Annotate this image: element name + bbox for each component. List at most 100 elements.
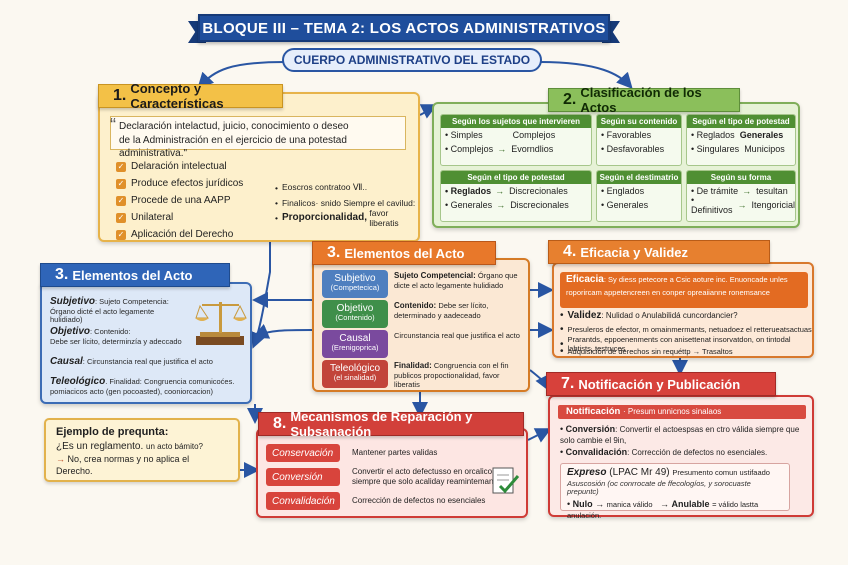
bullet-item: Proporcionalidad, favor liberatis — [275, 210, 418, 225]
check-icon: ✓ — [116, 213, 126, 223]
elementos-left-ribbon: 3.Elementos del Acto — [40, 263, 230, 287]
item-a: Singulares — [691, 144, 739, 154]
item-a: Generales — [445, 200, 492, 210]
concepto-bullets: Eoscros contratoo Ⅶ.. Finalicos· snido S… — [275, 180, 418, 225]
eficacia-item-text: Presuleros de efector, m omainmermants, … — [568, 325, 812, 334]
arrow-icon: → — [742, 186, 751, 196]
characteristics-list: ✓Delaración intelectual ✓Produce efectos… — [116, 158, 243, 243]
expreso-box: Expreso (LPAC Mr 49) Presumento comun us… — [560, 463, 790, 511]
element-item: Teleológico. Finalidad: Congruencia comu… — [50, 376, 240, 396]
example-answer-text: No, crea normas y no aplica el Derecho. — [56, 454, 189, 476]
example-title: Ejemplo de prequnta: — [56, 425, 228, 440]
element-desc: Sujeto Competencial: Órgano que dicte el… — [394, 271, 526, 290]
characteristic-item: ✓Aplicación del Derecho — [116, 226, 243, 243]
page-title-text: BLOQUE III – TEMA 2: LOS ACTOS ADMINISTR… — [202, 20, 605, 37]
item-a: Definitivos — [691, 195, 733, 215]
section-title: Eficacia y Validez — [580, 245, 688, 260]
element-label: Causal — [50, 356, 83, 367]
page-subtitle: CUERPO ADMINISTRATIVO DEL ESTADO — [282, 48, 542, 72]
elementos-center-panel: Subjetivo(Competecica) Sujeto Competenci… — [312, 258, 530, 392]
group-item: Singulares Municipos — [687, 142, 795, 156]
classification-group: Según el tipo de potestad Reglados Genera… — [686, 114, 796, 166]
element-text: : Contenido: — [90, 327, 130, 336]
mecanismo-desc: Mantener partes validas — [352, 442, 522, 464]
section-number: 8. — [273, 415, 286, 433]
item-a: Reglados — [445, 186, 491, 196]
characteristic-item: ✓Produce efectos jurídicos — [116, 175, 243, 192]
classification-group: Según su forma De trámite→tesultan Defin… — [686, 170, 796, 222]
classification-group: Según los sujetos que intervieren Simple… — [440, 114, 592, 166]
eficacia-item-text: Adquisición de derechos sin requéttp → T… — [568, 347, 733, 356]
group-header: Según el destimatrio — [597, 171, 681, 184]
expreso-label: Expreso — [567, 467, 606, 478]
element-row: Causal(Erenigoprica) Circunstancia real … — [322, 330, 526, 358]
example-question-tail: un acto bámito? — [146, 442, 203, 451]
notificacion-ribbon: 7.Notificación y Publicación — [546, 372, 776, 396]
element-tab: Subjetivo(Competecica) — [322, 270, 388, 298]
page-title: BLOQUE III – TEMA 2: LOS ACTOS ADMINISTR… — [198, 14, 610, 42]
group-header: Según los sujetos que intervieren — [441, 115, 591, 128]
group-header: Según el tipo de potestad — [687, 115, 795, 128]
section-number: 7. — [561, 375, 574, 393]
eficacia-validez-box: Eficacia: Sy diess petecore a Csic aotur… — [560, 272, 808, 308]
bullet-item: Eoscros contratoo Ⅶ.. — [275, 180, 418, 195]
section-number: 2. — [563, 91, 576, 109]
tab-sub: (Contenido) — [322, 314, 388, 322]
group-item: Desfavorables — [597, 142, 681, 156]
item-a: Favorables — [601, 130, 651, 140]
section-title: Concepto y Características — [130, 81, 282, 111]
item-b: Generales — [740, 130, 784, 140]
tab-sub: (Competecica) — [322, 284, 388, 292]
definition-quote: Declaración intelactud, juicio, conocimi… — [110, 116, 406, 150]
check-icon: ✓ — [116, 179, 126, 189]
clasificacion-panel: Según los sujetos que intervieren Simple… — [432, 102, 800, 228]
expreso-line: Expreso (LPAC Mr 49) Presumento comun us… — [567, 467, 783, 480]
notificacion-label: Notificación — [566, 406, 620, 417]
item-a: Desfavorables — [601, 144, 664, 154]
quote-line-2: de la Administración en el ejercicio de … — [119, 134, 397, 161]
section-number: 3. — [327, 244, 340, 262]
notificacion-header: Notificación · Presum unnicnos sinalaos — [558, 405, 806, 419]
nulo-text: manica válido — [607, 500, 653, 509]
element-tab: Causal(Erenigoprica) — [322, 330, 388, 358]
section-title: Clasificación de los Actos — [580, 85, 739, 115]
conversion-line: • Conversión: Convertir el actoespsas en… — [560, 424, 804, 447]
group-item: Generales — [597, 198, 681, 212]
nulo-anulable-line: • Nulo → manica válido → Anulable = váli… — [567, 499, 783, 522]
eficacia-item: Adquisición de derechos sin requéttp → T… — [560, 346, 733, 357]
section-number: 4. — [563, 243, 576, 261]
mecanismo-tag: Conservación — [266, 444, 340, 462]
item-b: Municipos — [744, 144, 785, 154]
item-a: Simples — [445, 130, 483, 140]
characteristic-label: Procede de una AAPP — [131, 195, 231, 206]
element-text: . Finalidad: Congruencia comunicoćes. — [105, 377, 234, 386]
group-item: Reglados→Discrecionales — [441, 184, 591, 198]
desc-text: Circunstancia real que justifica el acto — [394, 331, 520, 340]
page-subtitle-text: CUERPO ADMINISTRATIVO DEL ESTADO — [294, 53, 530, 67]
mecanismo-tag: Convalidación — [266, 492, 340, 510]
elementos-left-panel: Subjetivo: Sujeto Competencia: Órgano di… — [40, 282, 252, 404]
group-item: Generales→Discrecionales — [441, 198, 591, 212]
desc-lead: Finalidad: — [394, 361, 432, 370]
mecanismo-row: Conservación Mantener partes validas — [266, 442, 522, 464]
item-a: Generales — [601, 200, 648, 210]
section-title: Elementos del Acto — [344, 246, 464, 261]
eficacia-panel: Eficacia: Sy diess petecore a Csic aotur… — [552, 262, 814, 358]
element-tab: Teleológico(el sinalidad) — [322, 360, 388, 388]
item-b: Discrecionales — [510, 200, 569, 210]
item-a: Reglados — [691, 130, 735, 140]
anulable-label: Anulable — [672, 499, 710, 509]
characteristic-label: Unilateral — [131, 212, 173, 223]
element-sub: Órgano dicté el acto legamente hulidiado… — [50, 308, 188, 325]
item-a: Complejos — [445, 144, 493, 154]
group-item: Reglados Generales — [687, 128, 795, 142]
element-label: Subjetivo — [50, 296, 95, 307]
eficacia-line: Eficacia: Sy diess petecore a Csic aotur… — [566, 274, 802, 299]
eficacia-label: Eficacia — [566, 274, 604, 285]
item-b: Evorndlios — [511, 144, 553, 154]
classification-group: Según el destimatrio Englados Generales — [596, 170, 682, 222]
check-icon: ✓ — [116, 230, 126, 240]
group-item: Complejos→Evorndlios — [441, 142, 591, 156]
element-label: Objetivo — [50, 326, 90, 337]
check-icon: ✓ — [116, 196, 126, 206]
